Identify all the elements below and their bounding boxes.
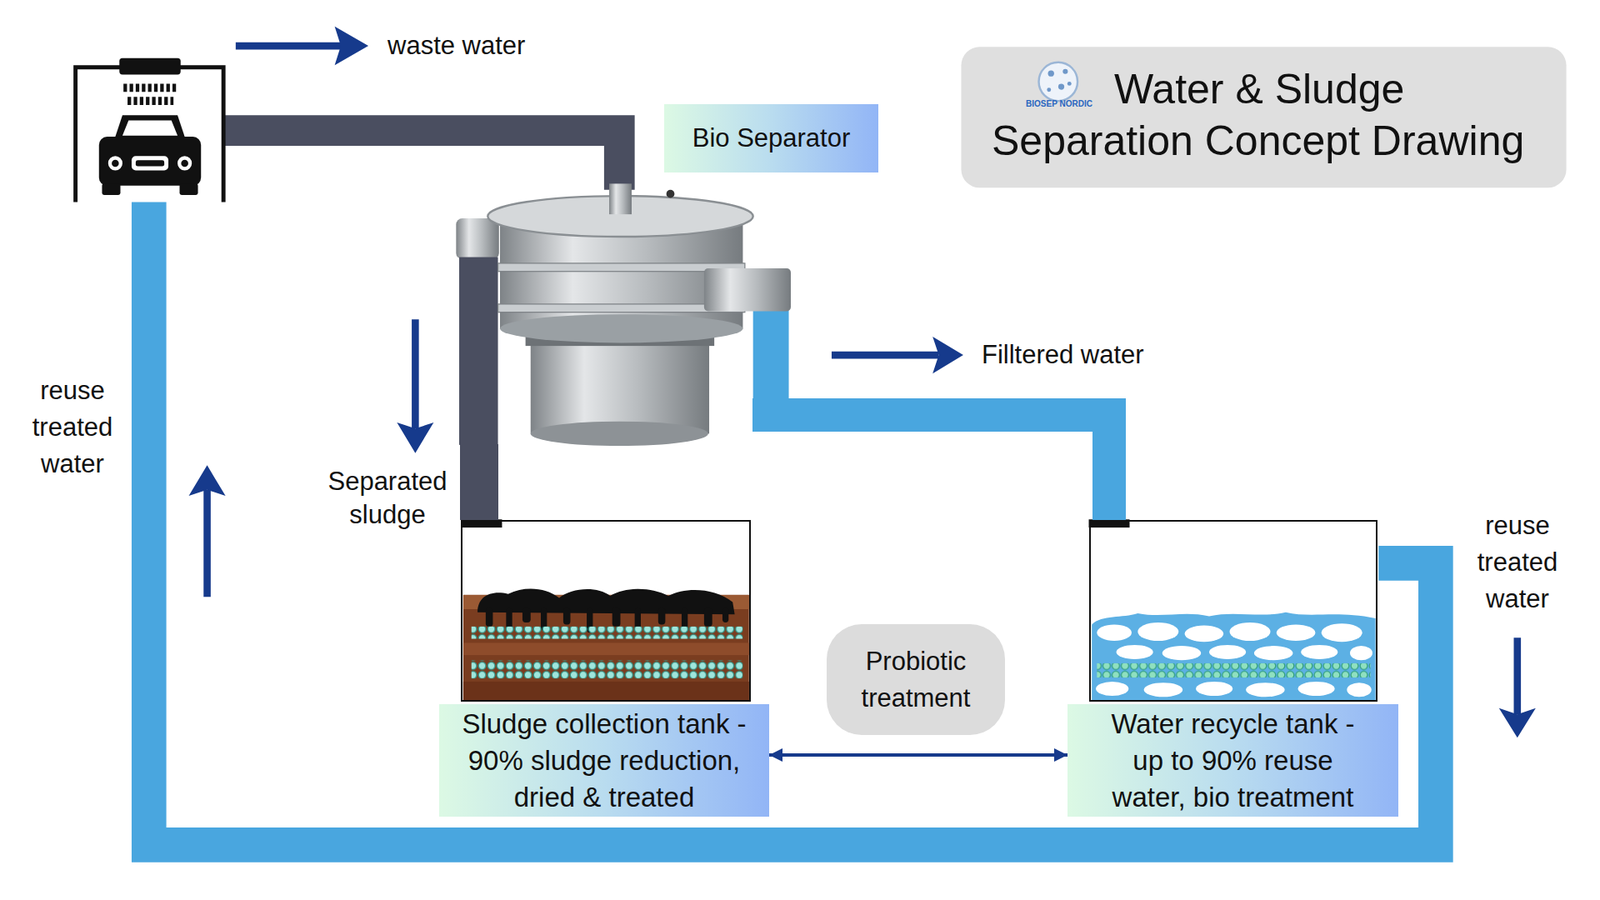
car-windshield bbox=[122, 120, 178, 135]
water-bubble bbox=[1095, 681, 1129, 696]
flow-arrow bbox=[203, 490, 211, 598]
water-bubble bbox=[1185, 625, 1225, 643]
tank-label: Water recycle tank - up to 90% reuse wat… bbox=[1067, 704, 1399, 817]
flow-label: reuse treated water bbox=[18, 372, 127, 483]
water-bubble bbox=[1276, 624, 1316, 641]
sludge-drip bbox=[522, 608, 531, 623]
flow-arrow-head bbox=[932, 336, 964, 374]
car-headlight bbox=[177, 155, 192, 170]
car-headlight bbox=[111, 160, 120, 168]
water-bubble bbox=[1209, 645, 1246, 660]
sludge-layer bbox=[463, 642, 750, 655]
title-panel bbox=[960, 46, 1566, 188]
sludge-pipe bbox=[460, 444, 499, 520]
treatment-label: Probiotic treatment bbox=[826, 624, 1005, 735]
machine-body-bottom bbox=[500, 314, 743, 343]
water-tank: Water recycle tank - up to 90% reuse wat… bbox=[1067, 520, 1399, 817]
tank-outline bbox=[1089, 520, 1378, 702]
separator-machine: Bio Separator bbox=[457, 183, 753, 445]
sludge-tank: Sludge collection tank - 90% sludge redu… bbox=[439, 520, 770, 817]
car-headlight bbox=[108, 155, 123, 170]
water-bubble bbox=[1298, 681, 1335, 696]
waste-pipe bbox=[224, 130, 620, 190]
spray-nozzles bbox=[123, 83, 179, 92]
sludge-drip bbox=[704, 608, 713, 627]
water-bubble bbox=[1245, 682, 1285, 697]
sludge-crust bbox=[477, 589, 735, 615]
logo-dot bbox=[1067, 81, 1072, 86]
column-cap bbox=[455, 218, 499, 260]
car-grill bbox=[135, 160, 165, 166]
flow-arrow bbox=[831, 351, 940, 360]
wash-bay bbox=[75, 67, 225, 203]
water-bubble bbox=[1321, 623, 1363, 642]
logo-dot bbox=[1058, 83, 1065, 90]
sludge-drip bbox=[658, 608, 666, 625]
water-pipe bbox=[752, 415, 1110, 520]
machine-knob bbox=[666, 190, 675, 199]
sludge-drip bbox=[563, 608, 571, 625]
flow-label: Filltered water bbox=[981, 338, 1145, 372]
probiotic-granules bbox=[1096, 663, 1370, 678]
double-arrow bbox=[769, 753, 1068, 757]
logo-text: BIOSEP NORDIC bbox=[1015, 99, 1104, 110]
machine-base bbox=[530, 336, 710, 434]
tank-label: Sludge collection tank - 90% sludge redu… bbox=[439, 704, 770, 817]
car-wheel bbox=[180, 183, 199, 195]
car-headlight bbox=[180, 160, 189, 168]
car-grill bbox=[131, 155, 169, 170]
logo-dot bbox=[1046, 87, 1051, 92]
probiotic-granules bbox=[471, 626, 744, 640]
sludge-drip bbox=[485, 608, 494, 627]
sludge-layer bbox=[463, 681, 750, 700]
water-bubble bbox=[1096, 624, 1132, 641]
sludge-drip bbox=[722, 608, 729, 623]
separator-label: Bio Separator bbox=[664, 104, 879, 173]
water-bubble bbox=[1137, 622, 1179, 641]
water-body bbox=[1091, 612, 1375, 700]
car-body bbox=[99, 136, 201, 186]
flow-label: reuse treated water bbox=[1463, 507, 1572, 618]
water-bubble bbox=[1346, 682, 1371, 697]
water-bubble bbox=[1230, 622, 1271, 641]
water-bubble bbox=[1350, 645, 1373, 660]
flow-arrow-head bbox=[1499, 708, 1536, 739]
flow-arrow-head bbox=[189, 465, 226, 496]
flow-arrow-head bbox=[335, 26, 369, 66]
water-bubble bbox=[1254, 645, 1294, 660]
flow-label: Separated sludge bbox=[316, 465, 459, 532]
water-bubble bbox=[1195, 681, 1233, 696]
sludge-column bbox=[459, 257, 499, 445]
diagram-title: Water & Sludge Separation Concept Drawin… bbox=[991, 63, 1559, 167]
reuse-pipe bbox=[149, 201, 1436, 845]
machine-inlet bbox=[609, 183, 632, 215]
machine-spout bbox=[704, 268, 791, 311]
logo-dot bbox=[1048, 70, 1055, 76]
water-bubble bbox=[1116, 645, 1154, 660]
logo-mark bbox=[1039, 62, 1079, 102]
treatment-box: Probiotic treatment bbox=[826, 624, 1005, 735]
car-roof bbox=[114, 115, 186, 140]
car-wheel bbox=[101, 183, 120, 195]
logo-dot bbox=[1062, 69, 1068, 75]
flow-arrow bbox=[411, 319, 420, 429]
spray-nozzles bbox=[127, 96, 174, 105]
sludge-drip bbox=[612, 608, 621, 627]
water-bubble bbox=[1300, 645, 1338, 660]
flow-arrow-head bbox=[396, 422, 434, 454]
machine-base-bottom bbox=[530, 421, 709, 446]
flow-arrow bbox=[235, 42, 344, 50]
flow-label: waste water bbox=[387, 30, 525, 62]
spray-head bbox=[119, 58, 180, 75]
flow-arrow bbox=[1514, 637, 1522, 715]
probiotic-granules bbox=[471, 660, 744, 679]
water-bubble bbox=[1144, 682, 1184, 697]
water-bubble bbox=[1162, 645, 1202, 660]
tank-outline bbox=[460, 520, 751, 702]
